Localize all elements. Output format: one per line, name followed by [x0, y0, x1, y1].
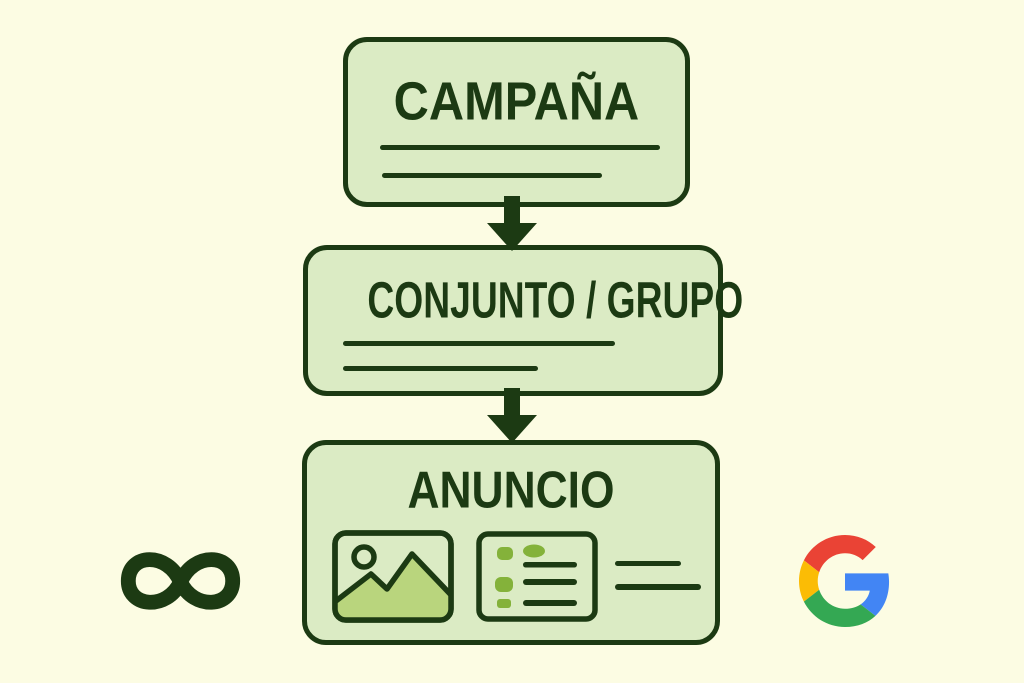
ad-placeholder-line-2: [615, 584, 701, 590]
ad-title-text: ANUNCIO: [407, 460, 615, 519]
campaign-box: CAMPAÑA: [343, 37, 690, 207]
arrow-down-icon: [487, 388, 537, 443]
adset-group-title-text: CONJUNTO / GRUPO: [367, 272, 744, 330]
ad-placeholder-line-1: [615, 561, 681, 566]
ad-box: ANUNCIO: [302, 440, 720, 645]
google-logo-icon: [799, 535, 890, 627]
meta-logo-icon: [120, 552, 241, 610]
campaign-placeholder-line-1: [380, 145, 660, 150]
arrow-down-icon: [487, 196, 537, 251]
campaign-title-text: CAMPAÑA: [393, 71, 640, 132]
image-placeholder-icon: [332, 530, 454, 623]
adset-group-title: CONJUNTO / GRUPO: [308, 275, 743, 326]
ad-title: ANUNCIO: [307, 460, 715, 519]
adset-group-box: CONJUNTO / GRUPO: [303, 245, 743, 396]
list-placeholder-icon: [476, 531, 598, 622]
adset-placeholder-line-1: [343, 341, 615, 346]
campaign-placeholder-line-2: [382, 173, 602, 178]
adset-placeholder-line-2: [343, 366, 538, 371]
campaign-title: CAMPAÑA: [348, 71, 685, 132]
